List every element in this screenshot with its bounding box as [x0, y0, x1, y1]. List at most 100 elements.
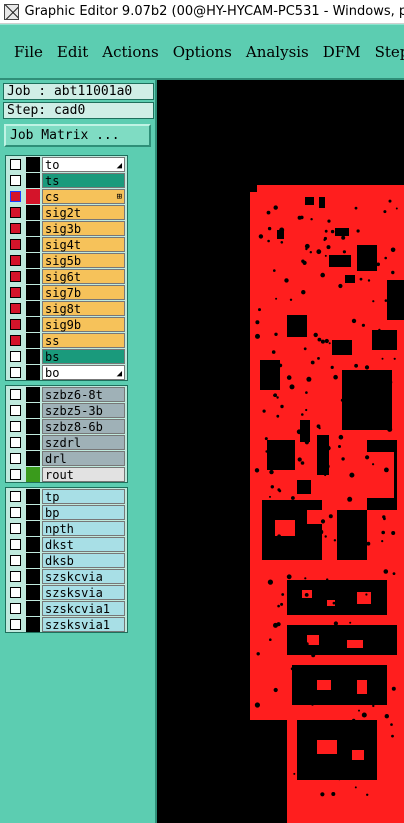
layer-row-sig6t[interactable]: sig6t [6, 268, 127, 284]
graphic-canvas[interactable] [157, 80, 404, 823]
layer-checkbox[interactable] [10, 254, 21, 266]
layer-color-swatch[interactable] [26, 284, 40, 300]
layer-checkbox[interactable] [10, 238, 21, 250]
layer-checkbox[interactable] [10, 388, 21, 400]
layer-name[interactable]: sig5b [42, 252, 125, 268]
layer-name[interactable]: dkst [42, 536, 125, 552]
menu-edit[interactable]: Edit [56, 42, 89, 61]
layer-color-swatch[interactable] [26, 488, 40, 504]
layer-color-swatch[interactable] [26, 386, 40, 402]
layer-checkbox[interactable] [10, 490, 21, 502]
layer-name[interactable]: rout [42, 466, 125, 482]
layer-row-szskcvia1[interactable]: szskcvia1 [6, 600, 127, 616]
layer-checkbox[interactable] [10, 206, 21, 218]
layer-name[interactable]: cs⊞ [42, 188, 125, 204]
layer-color-swatch[interactable] [26, 504, 40, 520]
layer-color-swatch[interactable] [26, 156, 40, 172]
layer-name[interactable]: sig9b [42, 316, 125, 332]
layer-row-to[interactable]: to◢ [6, 156, 127, 172]
layer-row-ss[interactable]: ss [6, 332, 127, 348]
layer-name[interactable]: sig2t [42, 204, 125, 220]
layer-name[interactable]: sig6t [42, 268, 125, 284]
layer-name[interactable]: bo◢ [42, 364, 125, 380]
layer-row-ts[interactable]: ts [6, 172, 127, 188]
layer-checkbox[interactable] [10, 602, 21, 614]
menu-step[interactable]: Step [374, 42, 404, 61]
layer-color-swatch[interactable] [26, 236, 40, 252]
layer-row-szbz6-8t[interactable]: szbz6-8t [6, 386, 127, 402]
layer-checkbox[interactable] [10, 420, 21, 432]
menu-file[interactable]: File [14, 42, 43, 61]
layer-name[interactable]: szskcvia1 [42, 600, 125, 616]
layer-color-swatch[interactable] [26, 584, 40, 600]
layer-color-swatch[interactable] [26, 204, 40, 220]
layer-color-swatch[interactable] [26, 600, 40, 616]
layer-name[interactable]: szbz8-6b [42, 418, 125, 434]
layer-color-swatch[interactable] [26, 332, 40, 348]
layer-checkbox[interactable] [10, 334, 21, 346]
layer-row-sig7b[interactable]: sig7b [6, 284, 127, 300]
layer-name[interactable]: dksb [42, 552, 125, 568]
layer-name[interactable]: szskcvia [42, 568, 125, 584]
layer-row-sig3b[interactable]: sig3b [6, 220, 127, 236]
layer-row-szbz8-6b[interactable]: szbz8-6b [6, 418, 127, 434]
layer-row-rout[interactable]: rout [6, 466, 127, 482]
layer-color-swatch[interactable] [26, 568, 40, 584]
layer-name[interactable]: szbz5-3b [42, 402, 125, 418]
layer-row-sig9b[interactable]: sig9b [6, 316, 127, 332]
layer-name[interactable]: sig3b [42, 220, 125, 236]
layer-row-npth[interactable]: npth [6, 520, 127, 536]
layer-name[interactable]: bp [42, 504, 125, 520]
layer-color-swatch[interactable] [26, 268, 40, 284]
layer-name[interactable]: tp [42, 488, 125, 504]
layer-checkbox[interactable] [10, 190, 21, 202]
layer-name[interactable]: szsksvia1 [42, 616, 125, 632]
layer-row-cs[interactable]: cs⊞ [6, 188, 127, 204]
layer-color-swatch[interactable] [26, 536, 40, 552]
layer-name[interactable]: sig8t [42, 300, 125, 316]
menu-options[interactable]: Options [172, 42, 232, 61]
layer-color-swatch[interactable] [26, 220, 40, 236]
layer-row-dksb[interactable]: dksb [6, 552, 127, 568]
layer-checkbox[interactable] [10, 286, 21, 298]
job-matrix-button[interactable]: Job Matrix ... [4, 124, 151, 147]
layer-color-swatch[interactable] [26, 418, 40, 434]
layer-color-swatch[interactable] [26, 450, 40, 466]
layer-name[interactable]: npth [42, 520, 125, 536]
layer-color-swatch[interactable] [26, 348, 40, 364]
layer-row-szbz5-3b[interactable]: szbz5-3b [6, 402, 127, 418]
layer-color-swatch[interactable] [26, 466, 40, 482]
layer-checkbox[interactable] [10, 318, 21, 330]
layer-name[interactable]: bs [42, 348, 125, 364]
layer-checkbox[interactable] [10, 554, 21, 566]
layer-row-sig4t[interactable]: sig4t [6, 236, 127, 252]
layer-checkbox[interactable] [10, 468, 21, 480]
layer-color-swatch[interactable] [26, 434, 40, 450]
layer-row-szsksvia[interactable]: szsksvia [6, 584, 127, 600]
layer-checkbox[interactable] [10, 452, 21, 464]
layer-row-dkst[interactable]: dkst [6, 536, 127, 552]
layer-checkbox[interactable] [10, 436, 21, 448]
layer-color-swatch[interactable] [26, 520, 40, 536]
layer-name[interactable]: szdrl [42, 434, 125, 450]
layer-checkbox[interactable] [10, 350, 21, 362]
layer-color-swatch[interactable] [26, 616, 40, 632]
layer-name[interactable]: ss [42, 332, 125, 348]
menu-dfm[interactable]: DFM [322, 42, 361, 61]
layer-checkbox[interactable] [10, 522, 21, 534]
layer-row-sig5b[interactable]: sig5b [6, 252, 127, 268]
layer-checkbox[interactable] [10, 270, 21, 282]
layer-row-bo[interactable]: bo◢ [6, 364, 127, 380]
layer-checkbox[interactable] [10, 586, 21, 598]
layer-checkbox[interactable] [10, 302, 21, 314]
layer-color-swatch[interactable] [26, 300, 40, 316]
menu-analysis[interactable]: Analysis [245, 42, 309, 61]
layer-checkbox[interactable] [10, 618, 21, 630]
layer-row-szdrl[interactable]: szdrl [6, 434, 127, 450]
layer-name[interactable]: szbz6-8t [42, 386, 125, 402]
layer-row-bs[interactable]: bs [6, 348, 127, 364]
layer-name[interactable]: szsksvia [42, 584, 125, 600]
layer-checkbox[interactable] [10, 570, 21, 582]
layer-name[interactable]: sig7b [42, 284, 125, 300]
layer-color-swatch[interactable] [26, 364, 40, 380]
